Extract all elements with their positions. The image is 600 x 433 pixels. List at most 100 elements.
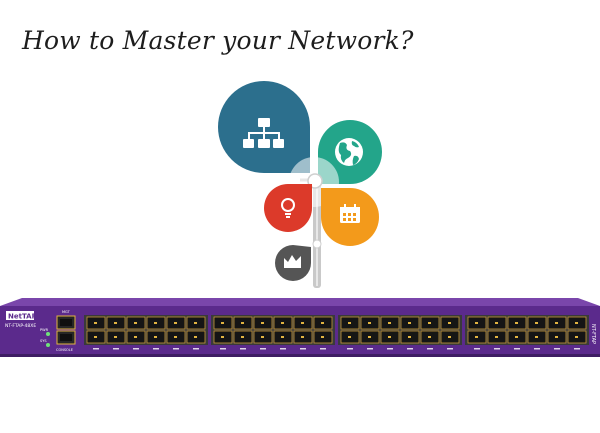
sfp-port-led: [321, 336, 324, 338]
sfp-port-led: [221, 336, 224, 338]
sfp-port-led: [94, 322, 97, 324]
sfp-port-led: [515, 322, 518, 324]
petal-lightbulb: [264, 184, 312, 232]
sfp-port-led: [475, 336, 478, 338]
sfp-port-led: [428, 336, 431, 338]
sfp-port-led: [94, 336, 97, 338]
sfp-port-led: [408, 336, 411, 338]
model-label: NT-FTAP-48XE: [5, 323, 36, 329]
port-number-mark: [427, 348, 433, 350]
port-number-mark: [93, 348, 99, 350]
sfp-port-led: [495, 322, 498, 324]
port-number-mark: [240, 348, 246, 350]
port-number-mark: [574, 348, 580, 350]
globe-icon: [335, 138, 363, 166]
port-number-mark: [173, 348, 179, 350]
petal-lightbulb-shape: [264, 184, 312, 232]
pwr-label: PWR: [40, 328, 49, 332]
chart-icon: [284, 255, 301, 268]
port-number-mark: [494, 348, 500, 350]
sfp-port-led: [368, 322, 371, 324]
sfp-port-led: [348, 322, 351, 324]
sfp-port-group: [211, 315, 335, 350]
sfp-port-led: [114, 322, 117, 324]
sfp-port-led: [555, 322, 558, 324]
sfp-port-led: [261, 322, 264, 324]
sfp-port-led: [348, 336, 351, 338]
sfp-port-led: [241, 336, 244, 338]
sfp-port-led: [388, 322, 391, 324]
port-number-mark: [320, 348, 326, 350]
sfp-port-group: [338, 315, 462, 350]
sfp-port-led: [321, 322, 324, 324]
port-number-mark: [554, 348, 560, 350]
sfp-port-led: [575, 336, 578, 338]
sfp-port-group: [84, 315, 208, 350]
sfp-port-led: [388, 336, 391, 338]
sfp-port-led: [134, 336, 137, 338]
sfp-port-led: [174, 336, 177, 338]
sfp-port-led: [515, 336, 518, 338]
port-number-mark: [534, 348, 540, 350]
sfp-port-group: [465, 315, 589, 350]
sfp-port-led: [301, 336, 304, 338]
port-number-mark: [367, 348, 373, 350]
sfp-port-led: [194, 322, 197, 324]
brand-label: NetTAP: [8, 313, 37, 321]
sfp-port-bank: [84, 315, 589, 350]
console-label: CONSOLE: [56, 348, 73, 352]
sfp-port-led: [368, 336, 371, 338]
sfp-port-led: [154, 336, 157, 338]
port-number-mark: [153, 348, 159, 350]
sfp-port-led: [281, 336, 284, 338]
sfp-port-led: [114, 336, 117, 338]
mgt-label: MGT: [62, 310, 71, 314]
sfp-port-led: [221, 322, 224, 324]
port-number-mark: [407, 348, 413, 350]
sfp-port-led: [448, 322, 451, 324]
pwr-led: [46, 332, 50, 336]
sfp-port-led: [448, 336, 451, 338]
port-number-mark: [260, 348, 266, 350]
sfp-port-led: [428, 322, 431, 324]
sfp-port-led: [301, 322, 304, 324]
sfp-port-led: [154, 322, 157, 324]
brand-logo-box: [6, 311, 34, 320]
sfp-port-led: [241, 322, 244, 324]
port-number-mark: [300, 348, 306, 350]
petal-calendar: [321, 188, 379, 246]
port-number-mark: [193, 348, 199, 350]
sys-label: SYS: [40, 339, 47, 343]
port-number-mark: [280, 348, 286, 350]
sfp-port-led: [535, 336, 538, 338]
port-number-mark: [474, 348, 480, 350]
sys-led: [46, 343, 50, 347]
calendar-icon: [340, 204, 360, 223]
sfp-port-led: [261, 336, 264, 338]
port-number-mark: [387, 348, 393, 350]
port-number-mark: [133, 348, 139, 350]
device-bottom-edge: [0, 354, 600, 357]
port-number-mark: [514, 348, 520, 350]
tree-stem-inner: [316, 182, 318, 286]
sfp-port-led: [475, 322, 478, 324]
port-number-mark: [347, 348, 353, 350]
sfp-port-led: [408, 322, 411, 324]
sfp-port-led: [281, 322, 284, 324]
device-top: [0, 298, 600, 306]
sfp-port-led: [194, 336, 197, 338]
sfp-port-led: [555, 336, 558, 338]
sfp-port-led: [174, 322, 177, 324]
port-number-mark: [113, 348, 119, 350]
port-number-mark: [447, 348, 453, 350]
side-label: NT-FTAP: [590, 324, 596, 344]
petal-chart: [275, 245, 311, 281]
sfp-port-led: [575, 322, 578, 324]
sfp-port-led: [495, 336, 498, 338]
petal-network: [218, 81, 310, 173]
lightbulb-icon: [281, 198, 295, 218]
sfp-port-led: [535, 322, 538, 324]
sfp-port-led: [134, 322, 137, 324]
